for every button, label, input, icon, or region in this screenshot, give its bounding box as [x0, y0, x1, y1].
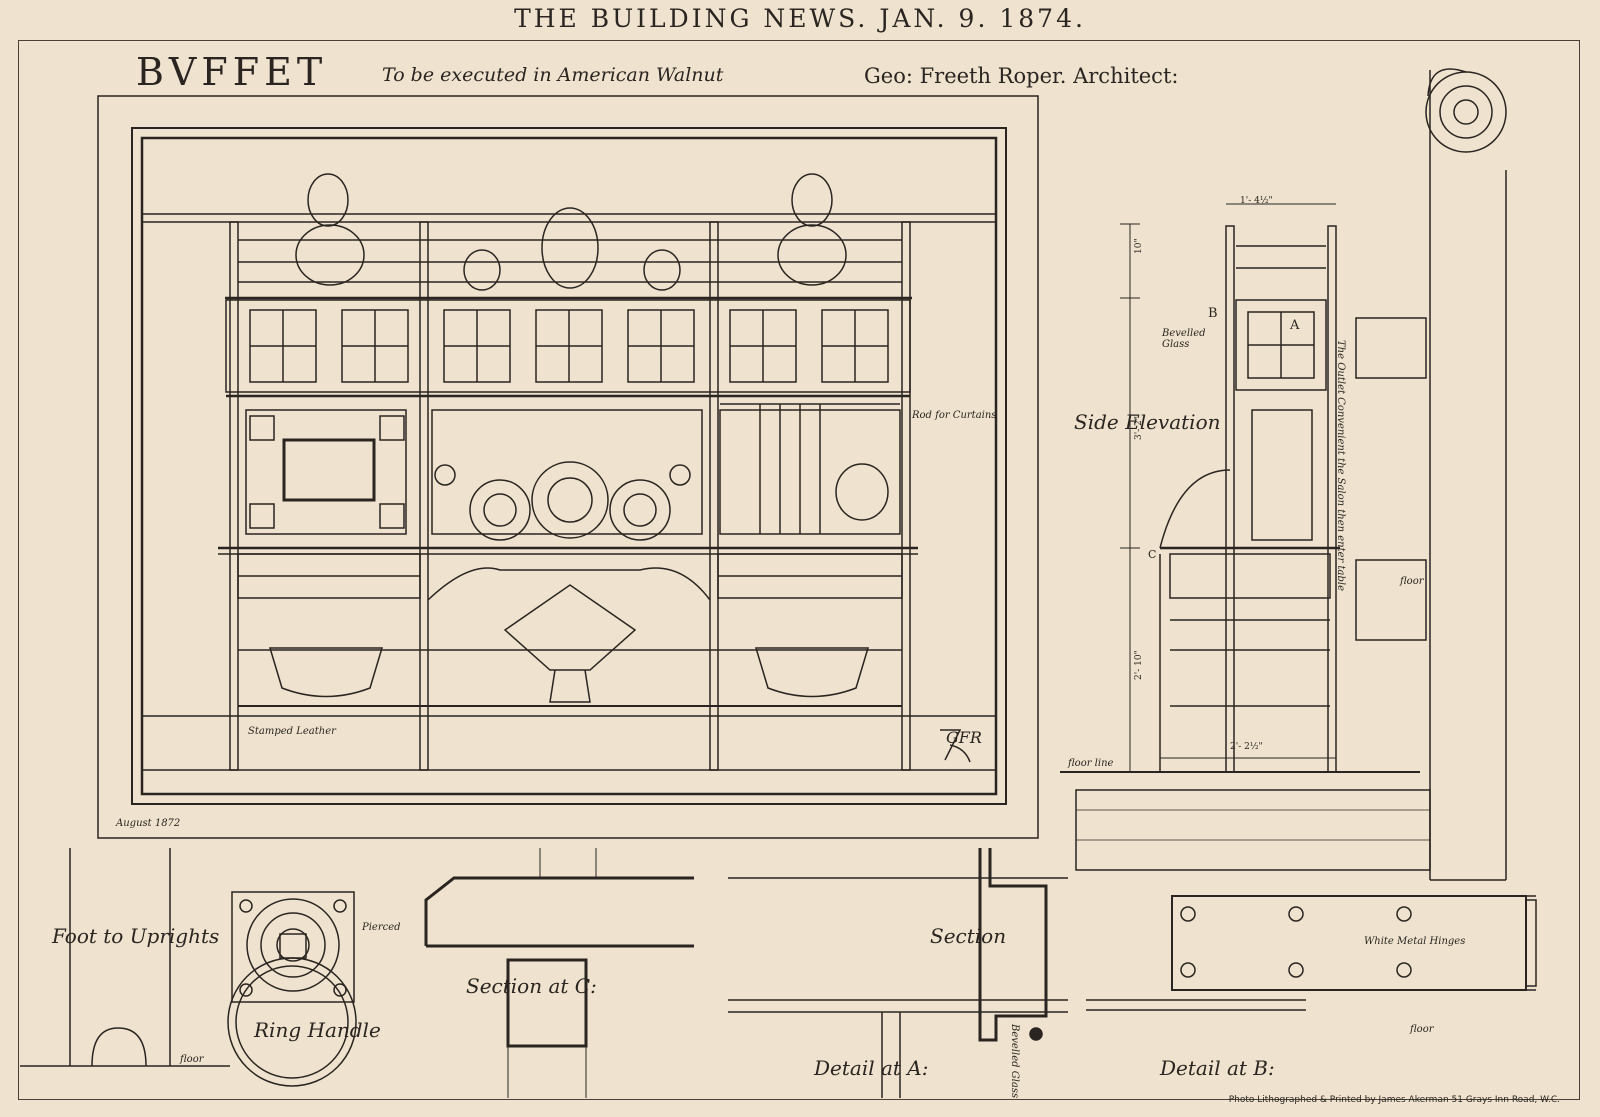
- front-elevation-outer-frame: [97, 95, 1039, 839]
- floor-line-note: floor line: [1068, 758, 1114, 769]
- ring-handle-label: Ring Handle: [254, 1018, 381, 1042]
- glazed-cupboard-row: [225, 299, 911, 393]
- marker-c: C: [1148, 548, 1157, 561]
- white-metal-hinges-note: White Metal Hinges: [1364, 936, 1466, 947]
- foot-to-uprights-label: Foot to Uprights: [52, 924, 220, 948]
- buffet-uprights: [229, 221, 911, 771]
- bevelled-glass-note: Bevelled Glass: [1162, 328, 1206, 350]
- dimension-top-width: 1'- 4½": [1240, 196, 1273, 206]
- leather-panel-left: [245, 409, 407, 535]
- bevelled-glass-note-b: Bevelled Glass: [1009, 1024, 1020, 1099]
- section-label: Section: [930, 924, 1007, 948]
- side-elevation-label: Side Elevation: [1074, 410, 1221, 434]
- side-elevation: [1120, 203, 1340, 773]
- detail-at-a-label: Detail at A:: [814, 1056, 929, 1080]
- detail-at-a-drawing: [728, 848, 1068, 1098]
- section-at-c-drawing: [424, 848, 694, 1098]
- stamped-leather-note: Stamped Leather: [248, 726, 336, 737]
- ring-handle-drawing: [227, 891, 357, 1087]
- dimension-bottom-width: 2'- 2½": [1230, 742, 1263, 752]
- date-note: August 1872: [116, 818, 181, 829]
- floor-note-side: floor: [1400, 576, 1424, 587]
- floor-note-detail: floor: [1410, 1024, 1434, 1035]
- pierced-label: Pierced: [362, 922, 401, 933]
- dimension-d2: 3'- 2": [1134, 416, 1144, 440]
- dimension-d1: 10": [1134, 238, 1144, 254]
- printer-credit: Photo Lithographed & Printed by James Ak…: [1228, 1095, 1560, 1105]
- dimension-d3: 2'- 10": [1134, 650, 1144, 680]
- drawers: [237, 553, 903, 599]
- hinge-plate: [1086, 895, 1537, 1011]
- rod-for-curtains-note: Rod for Curtains: [912, 410, 997, 421]
- rosette-panel: [431, 409, 703, 541]
- front-elevation-frame: [131, 127, 1007, 805]
- vessels: [268, 173, 870, 703]
- foot-to-uprights: [20, 848, 230, 1067]
- masthead: THE BUILDING NEWS. JAN. 9. 1874.: [514, 4, 1086, 33]
- plate-subtitle: To be executed in American Walnut: [382, 64, 724, 86]
- section-at-c-label: Section at C:: [466, 974, 597, 998]
- vertical-note: The Outlet Convenient the Salon then ent…: [1335, 340, 1346, 592]
- curtain-panel: [719, 403, 901, 535]
- central-arch: [427, 567, 711, 601]
- plate-title: BVFFET: [136, 50, 328, 94]
- marker-a: A: [1290, 318, 1300, 333]
- monogram: GFR: [946, 728, 982, 747]
- plate-border: [18, 40, 1580, 1100]
- detail-at-b-label: Detail at B:: [1160, 1056, 1275, 1080]
- marker-b: B: [1208, 306, 1218, 321]
- scroll-post-detail: [1355, 68, 1507, 881]
- architect-credit: Geo: Freeth Roper. Architect:: [864, 64, 1179, 88]
- floor-note-foot: floor: [180, 1054, 204, 1065]
